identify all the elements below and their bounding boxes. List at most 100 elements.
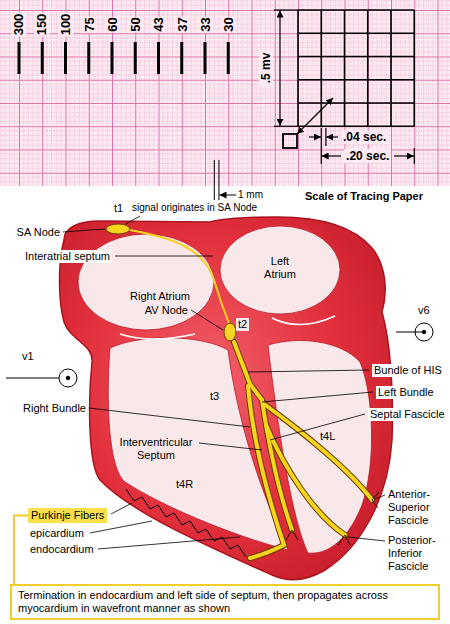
- rate-bar: [227, 42, 230, 74]
- note-box: Termination in endocardium and left side…: [10, 584, 440, 620]
- right-ventricle: [108, 338, 288, 550]
- electrode-dot: [422, 330, 426, 334]
- leader-line: [270, 414, 365, 440]
- part-label: Septal Fascicle: [368, 408, 447, 421]
- time-arrow: [322, 155, 341, 156]
- time-marker: t4R: [176, 478, 193, 491]
- right-bundle: [248, 386, 284, 558]
- rate-bar: [180, 42, 183, 74]
- part-label: SA Node: [17, 226, 60, 239]
- part-label: Anterior-Superior Fascicle: [388, 488, 446, 527]
- layer-label: endocardium: [30, 543, 94, 556]
- time-arrow: [309, 136, 321, 137]
- heart-chambers: [78, 226, 372, 553]
- rate-bar: [64, 42, 67, 74]
- mm-arrow: [220, 195, 237, 196]
- heart-outline: [60, 217, 393, 580]
- branch: [286, 492, 379, 545]
- layer-label: epicardium: [30, 527, 84, 540]
- scale-grid: [298, 10, 414, 126]
- heart-rate-number: 37: [174, 16, 189, 32]
- leader-line: [262, 392, 373, 402]
- voltage-arrow: [279, 11, 280, 126]
- heart-rate-number: 150: [35, 12, 50, 36]
- leader-line: [111, 503, 132, 514]
- mm-line: [214, 160, 215, 200]
- electrode-v6: [415, 323, 433, 341]
- av-node: [224, 323, 236, 341]
- heart-rate-number: 50: [128, 16, 143, 32]
- lead-line: [396, 332, 424, 333]
- purkinje-branches: [286, 492, 379, 545]
- heart-rate-number: 300: [11, 12, 26, 36]
- rate-bar: [41, 42, 44, 74]
- mm-line: [218, 160, 219, 200]
- time-label: .04 sec.: [341, 130, 388, 144]
- bracket-connector: [14, 516, 28, 585]
- chamber-label: Right Atrium: [130, 290, 190, 303]
- time-label: .20 sec.: [344, 149, 391, 163]
- sa-node: [106, 224, 130, 234]
- part-label: Right Bundle: [23, 402, 86, 415]
- electrodes: [6, 323, 433, 387]
- rate-bar: [18, 42, 21, 74]
- leader-line: [126, 216, 140, 224]
- heart-rate-number: 30: [221, 16, 236, 32]
- time-marker: t1: [114, 202, 123, 215]
- rate-bar: [111, 42, 114, 74]
- lead-label: v1: [22, 350, 34, 363]
- chamber-label: Left Atrium: [254, 255, 306, 281]
- leader-line: [199, 443, 262, 450]
- time-marker: t3: [210, 390, 219, 403]
- leader-line: [63, 229, 105, 232]
- rate-bar: [157, 42, 160, 74]
- heart-rate-number: 33: [198, 16, 213, 32]
- mitral-valve: [272, 316, 335, 325]
- time-arrow: [394, 155, 414, 156]
- lead-label: v6: [418, 304, 430, 317]
- scale-arrows: [214, 10, 414, 200]
- electrode-dot: [66, 376, 70, 380]
- rate-bar: [87, 42, 90, 74]
- right-atrium: [78, 234, 214, 330]
- leader-line: [89, 408, 250, 427]
- heart-rate-number: 75: [81, 16, 96, 32]
- left-atrium: [220, 226, 340, 314]
- note-label: signal originates in SA Node: [132, 202, 257, 214]
- box-text: Purkinje Fibers: [31, 509, 104, 522]
- heart-rate-number: 43: [151, 16, 166, 32]
- part-label: Left Bundle: [376, 386, 436, 399]
- part-label: Interatrial septum: [23, 250, 112, 263]
- rate-bar: [204, 42, 207, 74]
- leader-line: [98, 537, 240, 549]
- time-marker: t2: [236, 318, 249, 331]
- tricuspid-valve: [120, 334, 195, 339]
- tick: [321, 128, 322, 164]
- rate-bar: [134, 42, 137, 74]
- highlight-box: Purkinje Fibers: [28, 508, 107, 523]
- posterior-fascicle: [266, 425, 345, 535]
- voltage-label: .5 mv: [259, 51, 273, 86]
- time-arrow: [326, 136, 338, 137]
- tracing-paper: [0, 0, 450, 186]
- diagonal-arrow: [297, 98, 333, 134]
- scale-title: Scale of Tracing Paper: [305, 190, 423, 203]
- purkinje-zigzag: [126, 489, 246, 557]
- part-label: Bundle of HIS: [372, 364, 444, 377]
- part-label: Posterior-Inferior Fascicle: [388, 534, 446, 573]
- box-text: Termination in endocardium and left side…: [18, 589, 432, 615]
- leader-line: [375, 495, 385, 499]
- part-label: AV Node: [145, 304, 188, 317]
- internodal-path: [130, 230, 230, 326]
- tick: [274, 9, 298, 10]
- leader-lines: [63, 216, 385, 549]
- part-label: Interventricular Septum: [114, 436, 198, 462]
- small-square: [283, 134, 297, 148]
- leader-line: [115, 256, 213, 257]
- tick: [274, 126, 298, 127]
- leader-line: [348, 537, 385, 541]
- conduction-outline: [234, 342, 372, 558]
- conduction-system: [234, 342, 372, 558]
- electrode-v1: [59, 369, 77, 387]
